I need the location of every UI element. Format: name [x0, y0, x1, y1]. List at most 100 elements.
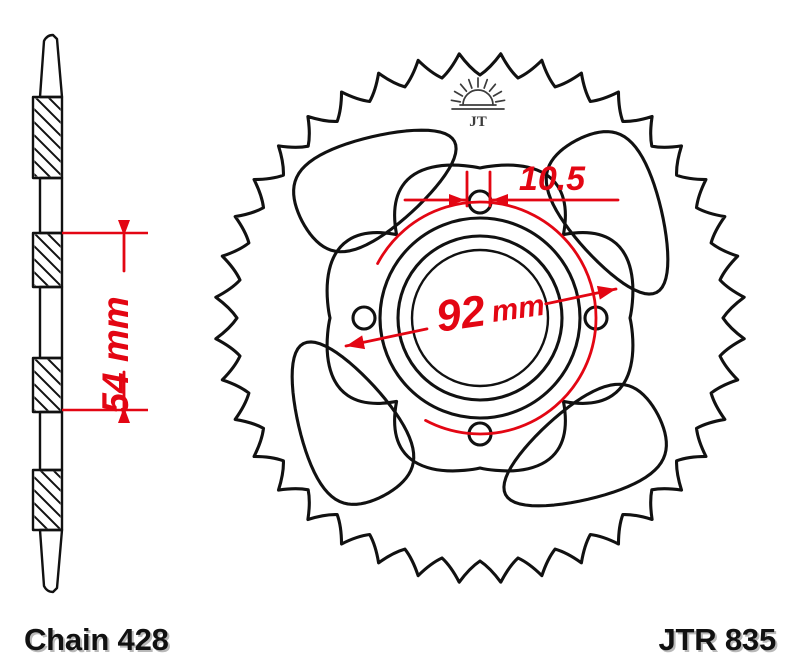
lightening-cutout	[290, 340, 416, 506]
hatch-group	[29, 275, 66, 455]
hatch-line	[29, 420, 66, 457]
arrowhead-bottom	[118, 407, 130, 423]
hatch-line	[29, 306, 66, 343]
hatch-line	[29, 189, 66, 226]
hatch-line	[34, 108, 61, 137]
hatch-line	[29, 433, 66, 470]
logo-sun-ray	[488, 83, 497, 93]
hatch-line	[34, 271, 49, 286]
hatch-group	[29, 163, 66, 343]
hatch-line	[34, 359, 61, 386]
dimension-10-5: 10.5	[403, 160, 620, 208]
hatch-group	[29, 0, 66, 232]
hatch-line	[34, 245, 61, 274]
side-section-view	[29, 0, 66, 594]
caption-chain-type: Chain 428	[24, 622, 169, 657]
logo-sun-ray	[492, 90, 503, 97]
hatch-line	[34, 502, 61, 529]
sprocket-teeth-outline	[214, 52, 746, 584]
hatch-line	[34, 160, 51, 177]
lightening-cutout	[502, 382, 668, 508]
hatch-line	[34, 396, 49, 411]
hatch-line	[34, 489, 61, 518]
logo-sun-ray	[450, 99, 462, 103]
logo-sun-ray	[453, 90, 464, 97]
hatch-line	[29, 275, 66, 312]
tooth-tip-bottom	[38, 528, 64, 594]
hatch-line	[29, 176, 66, 213]
caption-left-shadow: Chain 428	[26, 624, 171, 659]
dimension-54mm: 54 mm	[62, 220, 148, 423]
arrowhead-left	[449, 194, 465, 206]
bolt-hole	[351, 305, 377, 331]
sprocket-face-view	[214, 52, 746, 584]
hatch-line	[29, 314, 66, 351]
caption-part-number: JTR 835	[659, 622, 777, 657]
dimension-10-5-label: 10.5	[519, 160, 586, 198]
caption-row: Chain 428 Chain 428 JTR 835 JTR 835	[24, 622, 778, 659]
center-bore-outer-circle	[396, 234, 564, 402]
lightening-cutout	[544, 130, 670, 296]
dimension-92mm-label-group: 92 mm	[433, 286, 547, 341]
arrowhead-right	[596, 285, 616, 300]
arrowhead-right	[492, 194, 508, 206]
hatch-line	[29, 13, 66, 50]
hatch-line	[29, 195, 66, 232]
logo-sun-ray	[494, 99, 506, 103]
hatch-line	[34, 476, 61, 505]
hatch-line	[35, 98, 61, 124]
hatch-line	[34, 258, 61, 286]
hatch-line	[29, 0, 66, 24]
hatch-line	[29, 163, 66, 200]
hatch-line	[47, 359, 61, 373]
hatch-line	[29, 418, 66, 455]
hatch-line	[29, 182, 66, 219]
caption-right-shadow: JTR 835	[661, 624, 779, 659]
hatch-line	[48, 98, 61, 111]
tooth-tip-top	[38, 33, 64, 99]
relief-block	[38, 176, 64, 235]
logo-sun-dome	[462, 89, 494, 106]
lightening-cutouts	[290, 128, 670, 508]
hatch-line	[29, 288, 66, 325]
dimension-92mm: 92 mm	[344, 285, 618, 350]
hatch-line	[34, 284, 36, 286]
web-spider-outline	[325, 163, 635, 473]
dimension-92mm-unit: mm	[489, 289, 546, 329]
hatch-line	[29, 301, 66, 338]
dimension-annotations: 54 mm 10.5 92 mm	[62, 160, 620, 436]
sprocket-web-outline	[325, 163, 635, 473]
hatch-line	[40, 471, 61, 492]
side-view-outline	[31, 33, 64, 594]
logo-sun-ray	[459, 83, 468, 93]
dimension-92mm-value: 92	[433, 286, 489, 341]
hatch-line	[34, 173, 38, 177]
dimension-54mm-label: 54 mm	[95, 296, 136, 413]
hatch-line	[34, 121, 61, 150]
hatch-line	[34, 134, 61, 163]
hatch-line	[47, 234, 61, 248]
logo-sun-ray	[467, 78, 473, 89]
hub-outer-circle	[378, 216, 582, 420]
bolt-circle-arc	[376, 200, 598, 436]
hatch-line	[34, 234, 61, 261]
logo-letters: JT	[469, 114, 487, 130]
hatch-group	[29, 420, 66, 529]
arrowhead-left	[346, 335, 366, 350]
hatch-line	[34, 409, 36, 411]
hatch-line	[29, 293, 66, 330]
jt-sprockets-logo: JT	[450, 77, 506, 130]
hatch-line	[34, 515, 48, 529]
hatch-line	[29, 0, 66, 37]
relief-block	[38, 410, 64, 472]
hatch-line	[34, 383, 61, 411]
hatch-line	[29, 26, 66, 63]
arrowhead-top	[118, 220, 130, 236]
hatch-line	[34, 147, 61, 176]
hatch-line	[53, 471, 61, 479]
hatch-line	[34, 370, 61, 399]
relief-block	[38, 285, 64, 360]
side-view-section-hatching	[29, 0, 66, 529]
logo-sun-ray	[483, 78, 489, 89]
